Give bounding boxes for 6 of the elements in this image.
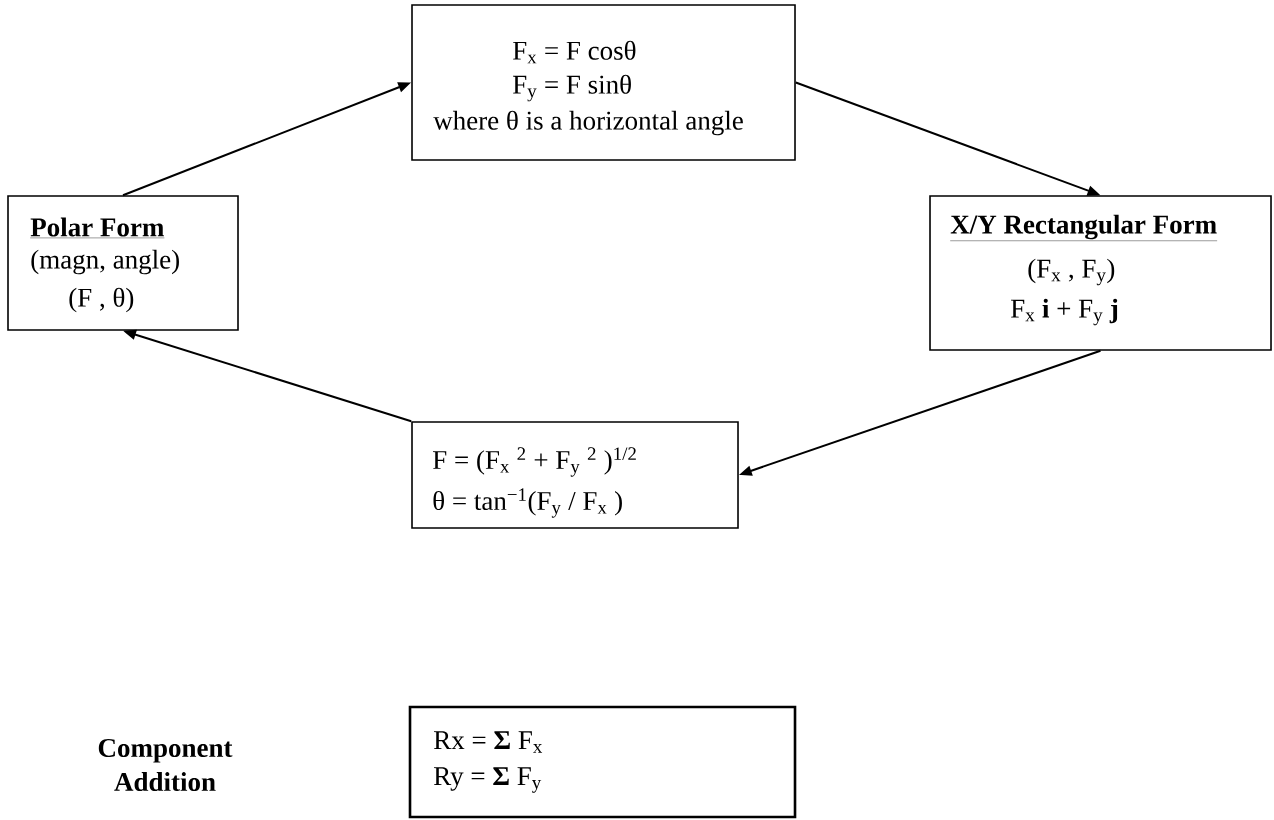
side-heading: Component Addition (98, 738, 233, 792)
formula-box: F = (F$_{x}$ $^{2}$ + F$_{y}$ $^{2}$ )$^{1/2}$ θ = tan$^{−1}$(F$_{y}$ / F$_{x}$ ) (411, 421, 739, 529)
form-box: Polar Form (magn, angle) (F , θ) (7, 195, 239, 331)
formula-box: F$_{x}$ = F cosθ F$_{y}$ = F sinθ where θ is a horizontal angle (411, 4, 796, 161)
form-box: X/Y Rectangular Form (F$_{x}$ , F$_{y}$) F$_{x}$ i + F$_{y}$ j (929, 195, 1272, 351)
formula-box: Rx = Σ F$_{x}$ Ry = Σ F$_{y}$ (408, 705, 797, 819)
